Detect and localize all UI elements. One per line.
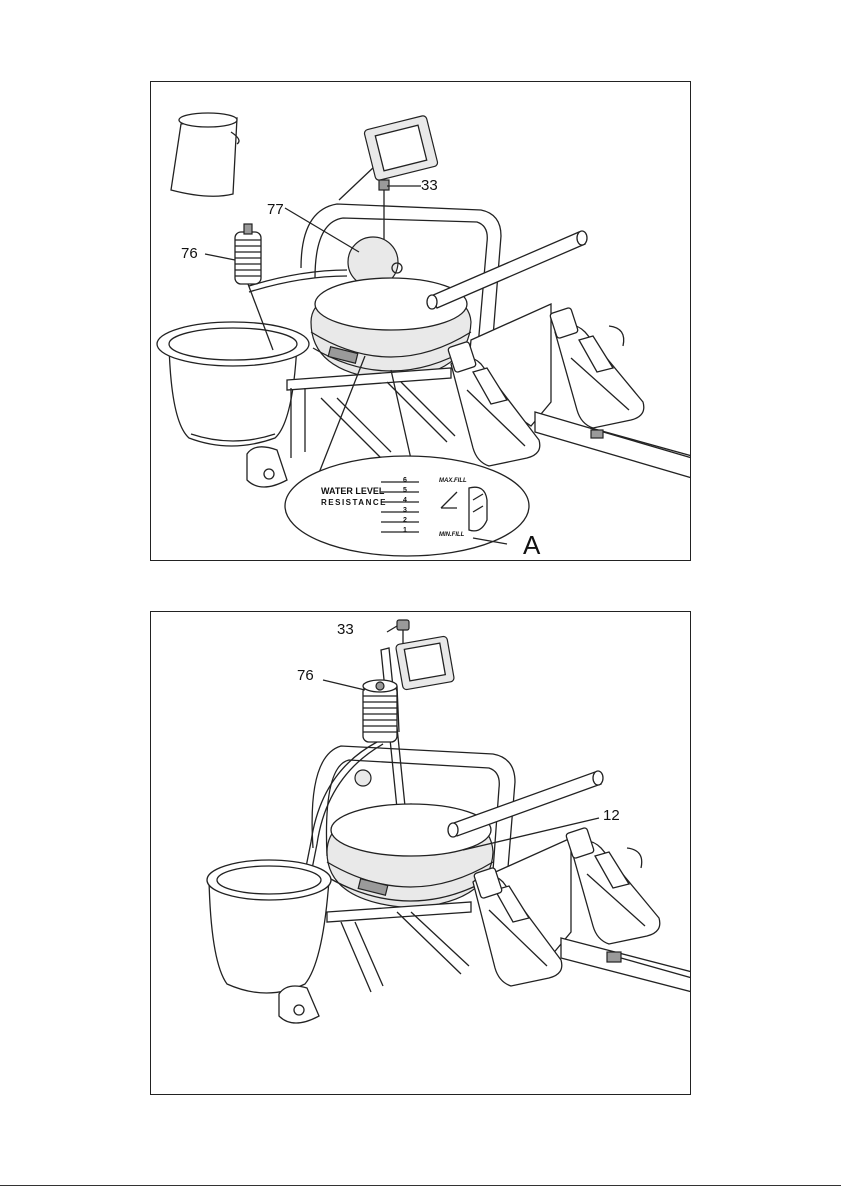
callout-77: 77 [267, 202, 284, 217]
gauge-level-2: 2 [403, 517, 407, 524]
page-footer-rule [0, 1185, 841, 1186]
callout-a: A [523, 532, 540, 558]
gauge-max-fill: MAX.FILL [439, 478, 467, 484]
rower-fill-illustration [151, 82, 691, 561]
bucket-icon [207, 860, 331, 993]
gauge-min-fill: MIN.FILL [439, 532, 464, 538]
footrest-right [566, 827, 660, 944]
rower-drain-illustration [151, 612, 691, 1095]
gauge-level-3: 3 [403, 507, 407, 514]
gauge-level-4: 4 [403, 497, 407, 504]
footrest-right [550, 307, 644, 428]
callout-76: 76 [181, 246, 198, 261]
gauge-label-resistance: RESISTANCE [321, 498, 387, 507]
handle-bar [448, 771, 603, 837]
gauge-label-water-level: WATER LEVEL [321, 486, 384, 496]
hand-pump-icon [363, 680, 397, 742]
top-assembly-figure: 33 77 76 A WATER LEVEL RESISTANCE MAX.FI… [150, 81, 691, 561]
gauge-level-5: 5 [403, 487, 407, 494]
callout-33: 33 [337, 622, 354, 637]
bottom-assembly-figure: 33 76 12 [150, 611, 691, 1095]
gauge-level-1: 1 [403, 527, 407, 534]
callout-76: 76 [297, 668, 314, 683]
handle-bar [427, 231, 587, 309]
callout-33: 33 [421, 178, 438, 193]
measuring-jug-icon [171, 113, 239, 196]
callout-12: 12 [603, 808, 620, 823]
gauge-level-6: 6 [403, 477, 407, 484]
bucket-icon [157, 322, 309, 446]
